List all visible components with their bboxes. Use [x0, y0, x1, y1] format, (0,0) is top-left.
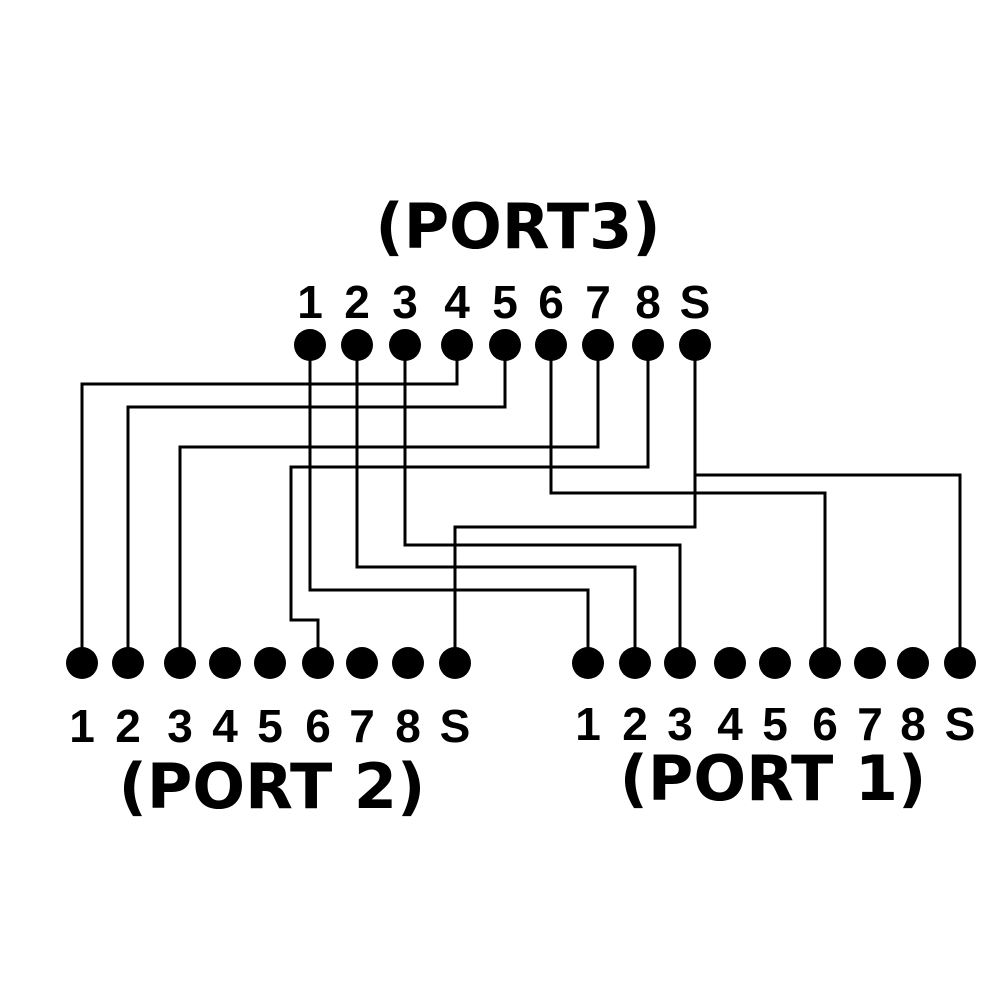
wire-port3-2-to-port1-2 — [355, 343, 637, 665]
port2-pin-8 — [392, 647, 424, 679]
port2-pin-label-s: S — [440, 700, 471, 752]
port3-pin-label-2: 2 — [344, 276, 370, 328]
port1-pin-s — [944, 647, 976, 679]
port1-pin-labels: 1 2 3 4 5 6 7 8 S — [575, 698, 975, 750]
port1-pin-label-5: 5 — [762, 698, 788, 750]
port3-pin-4 — [441, 329, 473, 361]
wire-port3-8-to-port2-6 — [289, 343, 650, 665]
port2-pins — [66, 647, 471, 679]
port1-pin-3 — [664, 647, 696, 679]
wire-port3-1-to-port1-1 — [308, 343, 590, 665]
port2-pin-label-2: 2 — [115, 700, 141, 752]
port1: 1 2 3 4 5 6 7 8 S (PORT 1) — [572, 647, 976, 815]
port1-pin-label-1: 1 — [575, 698, 601, 750]
port1-pin-7 — [854, 647, 886, 679]
port1-pin-label-s: S — [945, 698, 976, 750]
port1-pin-label-4: 4 — [717, 698, 743, 750]
port3-pin-label-3: 3 — [392, 276, 418, 328]
wire-port3-s-to-port2-s — [453, 343, 697, 665]
port3: (PORT3) 1 2 3 4 5 6 7 8 S — [294, 190, 711, 361]
port2-pin-3 — [164, 647, 196, 679]
port3-pin-label-s: S — [680, 276, 711, 328]
wire-port3-7-to-port2-3 — [178, 343, 600, 665]
port2-pin-4 — [209, 647, 241, 679]
port3-title: (PORT3) — [375, 190, 660, 263]
port3-pin-label-4: 4 — [444, 276, 470, 328]
port2-pin-6 — [302, 647, 334, 679]
port2-pin-7 — [346, 647, 378, 679]
port2-pin-5 — [254, 647, 286, 679]
port3-pin-5 — [489, 329, 521, 361]
port1-pin-8 — [897, 647, 929, 679]
port2-pin-label-3: 3 — [167, 700, 193, 752]
port1-pins — [572, 647, 976, 679]
wire-port3-4-to-port2-1 — [80, 343, 459, 665]
port3-pin-label-8: 8 — [635, 276, 661, 328]
port3-pin-1 — [294, 329, 326, 361]
port2-title: (PORT 2) — [119, 750, 426, 823]
port3-pin-7 — [582, 329, 614, 361]
port2-pin-label-4: 4 — [212, 700, 238, 752]
port1-pin-label-7: 7 — [857, 698, 883, 750]
port3-pins — [294, 329, 711, 361]
port2-pin-label-1: 1 — [69, 700, 95, 752]
wire-port3-6-to-port1-6 — [549, 343, 827, 665]
port3-pin-3 — [389, 329, 421, 361]
port3-pin-label-7: 7 — [585, 276, 611, 328]
port2-pin-1 — [66, 647, 98, 679]
port1-pin-label-8: 8 — [900, 698, 926, 750]
port1-pin-2 — [619, 647, 651, 679]
port1-pin-label-3: 3 — [667, 698, 693, 750]
port3-pin-label-6: 6 — [538, 276, 564, 328]
port2-pin-labels: 1 2 3 4 5 6 7 8 S — [69, 700, 470, 752]
port1-pin-6 — [809, 647, 841, 679]
port3-pin-label-5: 5 — [492, 276, 518, 328]
port1-pin-4 — [714, 647, 746, 679]
port3-pin-2 — [341, 329, 373, 361]
port3-pin-8 — [632, 329, 664, 361]
port1-pin-label-2: 2 — [622, 698, 648, 750]
port3-pin-6 — [535, 329, 567, 361]
port3-pin-s — [679, 329, 711, 361]
port2-pin-label-6: 6 — [305, 700, 331, 752]
port3-pin-labels: 1 2 3 4 5 6 7 8 S — [297, 276, 710, 328]
wire-port3-s-to-port1-s — [693, 473, 962, 665]
port2-pin-s — [439, 647, 471, 679]
port2-pin-2 — [112, 647, 144, 679]
port2: 1 2 3 4 5 6 7 8 S (PORT 2) — [66, 647, 471, 823]
port1-pin-label-6: 6 — [812, 698, 838, 750]
port2-pin-label-8: 8 — [395, 700, 421, 752]
port2-pin-label-5: 5 — [257, 700, 283, 752]
port1-title: (PORT 1) — [620, 742, 927, 815]
port1-pin-1 — [572, 647, 604, 679]
port1-pin-5 — [759, 647, 791, 679]
port3-pin-label-1: 1 — [297, 276, 323, 328]
wire-port3-3-to-port1-3 — [403, 343, 682, 665]
wire-port3-5-to-port2-2 — [126, 343, 507, 665]
wires — [80, 343, 962, 665]
port2-pin-label-7: 7 — [349, 700, 375, 752]
